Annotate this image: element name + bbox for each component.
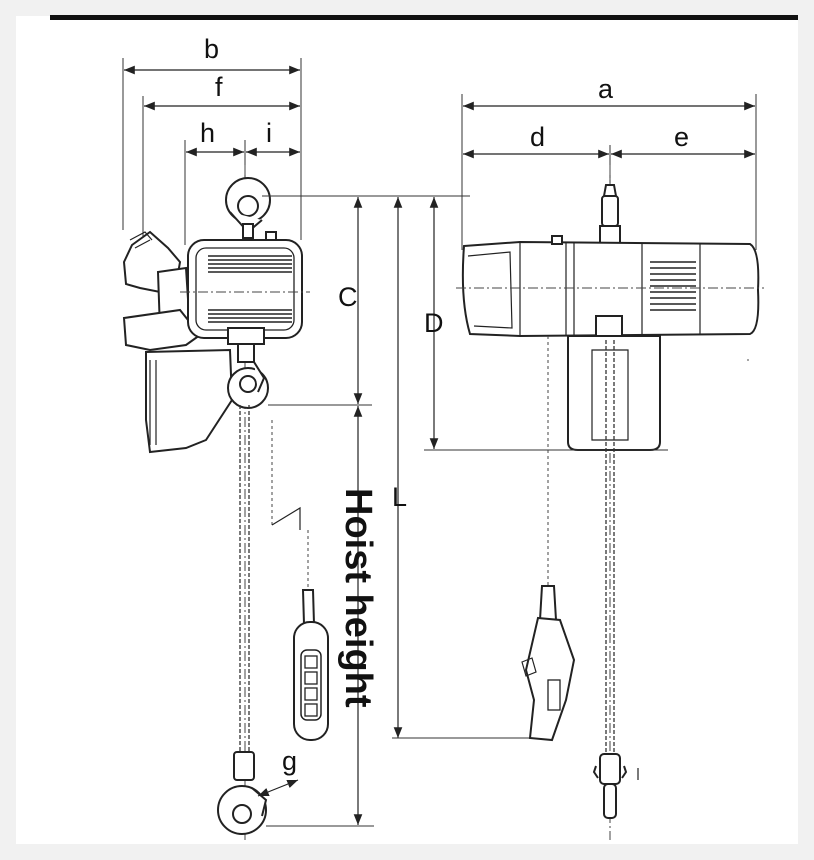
label-i: i: [266, 118, 272, 148]
label-b: b: [204, 34, 219, 64]
pendant-switch-front: [524, 616, 576, 742]
label-e: e: [674, 122, 689, 152]
label-g: g: [282, 746, 297, 776]
label-c: C: [338, 282, 358, 312]
load-hook-front: [603, 783, 617, 819]
label-l: L: [392, 482, 407, 512]
dim-line-g: [257, 779, 299, 797]
front-view: [424, 94, 764, 840]
label-hoist-height: Hoist height: [337, 488, 379, 708]
label-f: f: [215, 72, 223, 102]
side-view: [122, 58, 470, 840]
label-h: h: [200, 118, 215, 148]
label-big-d: D: [424, 308, 444, 338]
label-d: d: [530, 122, 545, 152]
hoist-body-front: [461, 240, 760, 338]
label-a: a: [598, 74, 614, 104]
hoist-body-side: [187, 239, 303, 339]
top-rule: [50, 15, 798, 20]
